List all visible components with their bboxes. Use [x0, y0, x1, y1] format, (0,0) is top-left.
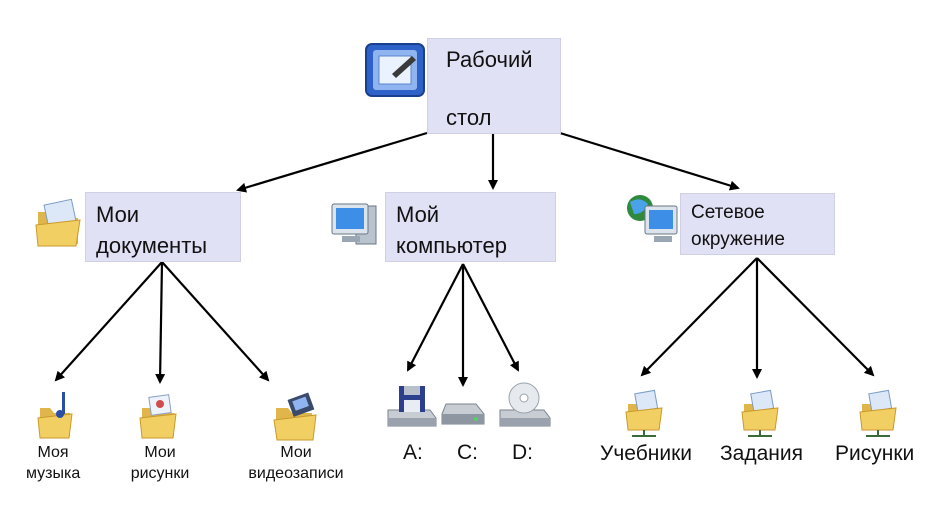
- arrow-mycomp-to-a: [407, 263, 464, 372]
- music-label-line2: музыка: [26, 465, 81, 482]
- floppy-drive-icon: [387, 386, 437, 427]
- videos-label-line2: видеозаписи: [248, 465, 344, 482]
- arrow-network-to-pictures: [756, 257, 875, 377]
- arrow-mycomp-to-d: [462, 263, 519, 372]
- pictures-label-line1: Мои: [144, 444, 176, 461]
- drive-d-label[interactable]: D:: [512, 441, 533, 464]
- network-label-line2: окружение: [691, 229, 785, 250]
- desktop-label-line2: стол: [446, 105, 492, 130]
- videos-label-line1: Мои: [280, 444, 312, 461]
- my-documents-label-line1: Мои: [96, 202, 140, 227]
- arrow-mydocs-to-pictures: [155, 261, 166, 384]
- shared-folder-label-pictures[interactable]: Рисунки: [835, 442, 915, 465]
- pictures-folder-icon: [139, 394, 177, 439]
- shared-folder-label-textbooks[interactable]: Учебники: [600, 442, 692, 465]
- music-label-line1: Моя: [37, 444, 69, 461]
- my-documents-folder-icon: [35, 198, 81, 247]
- shared-folder-icon-2: [741, 389, 779, 437]
- desktop-label-line1: Рабочий: [446, 47, 533, 72]
- pictures-folder-label[interactable]: Мои рисунки: [122, 442, 198, 484]
- drive-a-label[interactable]: A:: [403, 441, 423, 464]
- my-documents-node[interactable]: Мои документы: [85, 192, 241, 262]
- arrow-root-to-network: [559, 131, 740, 191]
- videos-folder-label[interactable]: Мои видеозаписи: [240, 442, 352, 484]
- pictures-label-line2: рисунки: [130, 465, 190, 482]
- music-folder-label[interactable]: Моя музыка: [26, 442, 80, 484]
- arrow-mydocs-to-videos: [161, 261, 270, 382]
- shared-folder-label-tasks[interactable]: Задания: [720, 442, 803, 465]
- shared-folder-icon-3: [859, 389, 897, 437]
- computer-icon: [331, 203, 377, 245]
- arrow-network-to-textbooks: [640, 257, 758, 377]
- my-documents-label-line2: документы: [96, 233, 208, 258]
- drive-c-label[interactable]: C:: [457, 441, 478, 464]
- network-node[interactable]: Сетевое окружение: [680, 193, 835, 255]
- desktop-node[interactable]: Рабочий стол: [427, 38, 561, 134]
- desktop-icon: [365, 43, 425, 97]
- my-computer-node[interactable]: Мой компьютер: [385, 192, 556, 262]
- videos-folder-icon: [273, 392, 317, 441]
- cd-drive-icon: [499, 382, 551, 427]
- shared-folder-icon-1: [625, 389, 663, 437]
- my-computer-label-line1: Мой: [396, 202, 440, 227]
- my-computer-label-line2: компьютер: [396, 233, 507, 258]
- arrow-mydocs-to-music: [54, 261, 163, 382]
- network-computer-icon: [627, 195, 678, 242]
- music-folder-icon: [37, 392, 73, 439]
- hard-drive-icon: [441, 403, 485, 425]
- network-label-line1: Сетевое: [691, 202, 765, 223]
- arrow-root-to-mydocs: [236, 131, 428, 193]
